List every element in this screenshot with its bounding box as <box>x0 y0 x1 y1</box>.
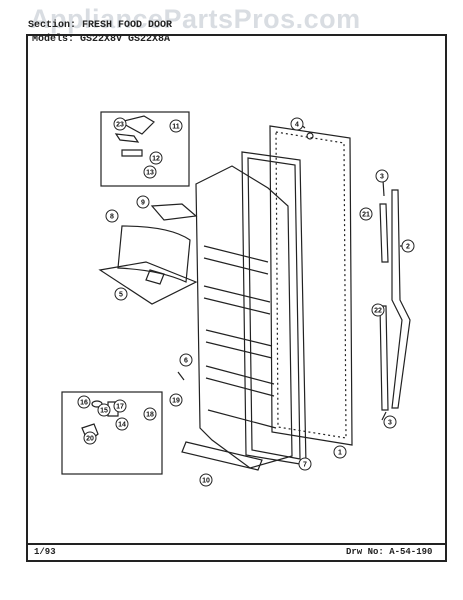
callout-label: 5 <box>119 292 123 299</box>
revision-date: 1/93 <box>34 547 56 557</box>
callout-label: 17 <box>116 404 124 411</box>
door-panel-edge <box>275 131 347 439</box>
door-shelves <box>203 245 277 429</box>
screw <box>306 132 314 140</box>
callout-label: 1 <box>338 450 342 457</box>
callout-label: 10 <box>202 478 210 485</box>
callout-label: 3 <box>388 420 392 427</box>
callout-label: 16 <box>80 400 88 407</box>
door-hinge-strip <box>391 189 411 409</box>
callout-label: 6 <box>184 358 188 365</box>
callout-label: 18 <box>146 412 154 419</box>
cam-inset-box <box>61 391 163 475</box>
callout-label: 9 <box>141 200 145 207</box>
hinge-bracket-parts <box>114 115 155 157</box>
callout-label: 7 <box>303 462 307 469</box>
callout-label: 11 <box>172 124 180 131</box>
model-title: Models: GS22X8V GS22X8A <box>32 34 171 45</box>
callout-label: 4 <box>295 122 299 129</box>
callout-label: 20 <box>86 436 94 443</box>
footer-divider <box>26 543 447 545</box>
callout-label: 12 <box>152 156 160 163</box>
hinge-inset-box <box>100 111 190 187</box>
watermark-logo: AppliancePartsPros.com <box>30 4 361 34</box>
callout-label: 2 <box>406 244 410 251</box>
lower-trim <box>379 305 389 411</box>
drawing-frame <box>26 34 447 562</box>
door-gasket-inner <box>247 157 301 460</box>
callout-label: 22 <box>374 308 382 315</box>
callout-label: 8 <box>110 214 114 221</box>
dairy-door-cover <box>117 225 191 283</box>
door-panel <box>269 125 353 446</box>
section-title: Section: FRESH FOOD DOOR <box>28 20 173 31</box>
dairy-lens <box>150 203 198 221</box>
callout-label: 13 <box>146 170 154 177</box>
door-liner <box>195 165 293 469</box>
callout-label: 14 <box>118 422 126 429</box>
callout-label: 21 <box>362 212 370 219</box>
upper-trim <box>379 203 389 263</box>
callout-label: 23 <box>116 122 124 129</box>
callout-label: 19 <box>172 398 180 405</box>
callout-label: 3 <box>380 174 384 181</box>
bottom-trim-strip <box>181 441 263 471</box>
dairy-latch <box>145 269 165 285</box>
drawing-number: Drw No: A-54-190 <box>346 547 433 557</box>
dairy-compartment-base <box>98 261 198 305</box>
callout-label: 15 <box>100 408 108 415</box>
